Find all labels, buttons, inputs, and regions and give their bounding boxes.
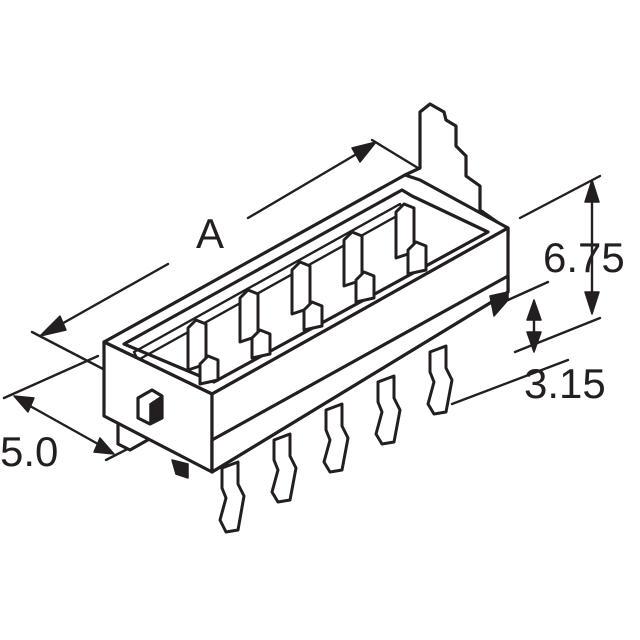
internal-pins (186, 202, 428, 386)
dim-a-line-right (246, 150, 362, 220)
dimension-5-0: 5.0 (0, 354, 198, 475)
tail-5 (426, 344, 454, 416)
tail-1 (218, 460, 246, 534)
solder-tails (218, 344, 454, 534)
rear-standoff (489, 291, 509, 317)
dim-315-arrow-top (526, 299, 542, 321)
dim-675-arrow-top (584, 179, 600, 203)
dim-315-extension-top (506, 280, 550, 302)
tail-3 (322, 402, 350, 474)
dim-a-extension-right (370, 138, 420, 170)
front-standoff (171, 459, 189, 479)
dimension-3-15: 3.15 (450, 280, 606, 407)
dim-50-arrow-right (93, 437, 115, 455)
dim-675-label: 6.75 (543, 234, 625, 281)
dim-315-extension-bottom (450, 358, 570, 406)
dim-675-arrow-bottom (584, 291, 600, 315)
dim-315-label: 3.15 (524, 360, 606, 407)
dim-a-label: A (196, 210, 224, 257)
dimension-a: A (30, 138, 420, 372)
pin-front-3 (302, 300, 324, 332)
pin-front-1 (198, 354, 220, 386)
tail-2 (270, 432, 298, 504)
dim-50-line (28, 404, 100, 446)
pin-front-2 (250, 328, 272, 360)
dimension-6-75: 6.75 (513, 174, 625, 354)
dim-a-arrow-left (39, 315, 67, 337)
dim-50-label: 5.0 (0, 428, 58, 475)
dim-50-arrow-left (13, 395, 35, 413)
dim-50-extension-left (2, 354, 100, 400)
key-shadow (149, 395, 163, 425)
dim-675-extension-bottom (513, 316, 602, 354)
dim-a-line-left (56, 262, 170, 328)
dim-675-extension-top (518, 174, 602, 220)
pin-front-5 (406, 240, 428, 276)
dim-315-arrow-bottom (526, 331, 542, 353)
pin-front-4 (354, 270, 376, 304)
tail-4 (374, 374, 402, 446)
dim-a-arrow-right (351, 141, 377, 163)
dim-a-extension-left (30, 330, 107, 372)
